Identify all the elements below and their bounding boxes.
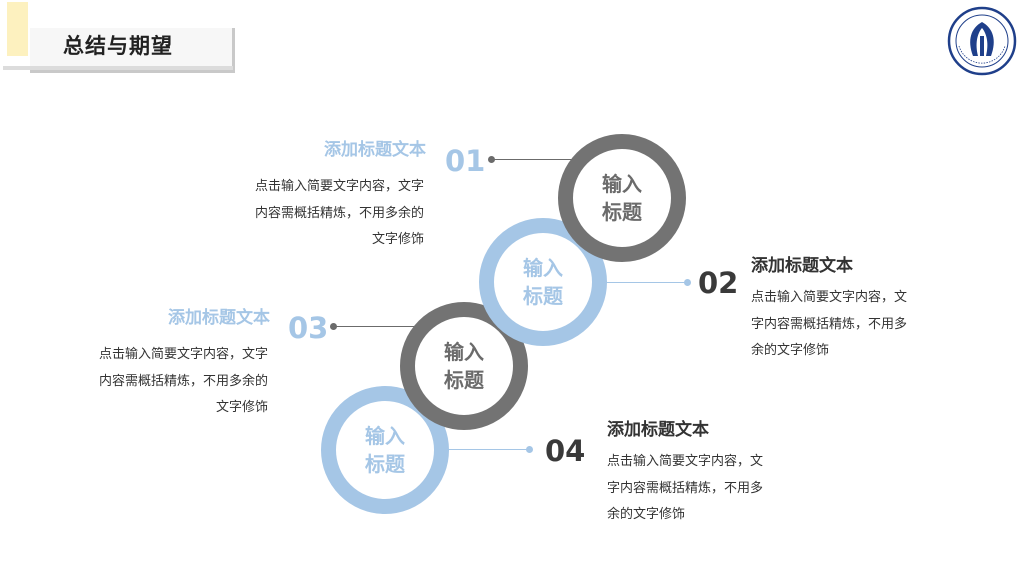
step-body-04-line1: 点击输入简要文字内容，文 [607,454,764,469]
step-body-02-line2: 字内容需概括精炼，不用多 [751,316,908,332]
connector-line-02 [600,282,687,283]
step-body-02: 点击输入简要文字内容，文 字内容需概括精炼，不用多 余的文字修饰 [751,285,951,365]
step-title-02: 添加标题文本 [751,256,853,276]
step-body-02-line3: 余的文字修饰 [751,343,830,358]
step-circle-01-line1: 输入 [602,172,642,196]
step-body-01-line2: 内容需概括精炼，不用多余的 [254,205,424,221]
step-title-01: 添加标题文本 [324,140,426,160]
connector-dot-01 [488,156,495,163]
step-title-03: 添加标题文本 [168,308,270,328]
step-circle-04-line2: 标题 [365,452,405,476]
university-seal-icon [947,6,1017,76]
header-underline [3,66,233,70]
step-body-03-line1: 点击输入简要文字内容，文字 [98,347,268,362]
step-circle-02-line1: 输入 [523,256,563,280]
step-body-04-line2: 字内容需概括精炼，不用多 [607,480,764,496]
connector-dot-02 [684,279,691,286]
step-number-04: 04 [545,434,586,468]
step-body-01-line3: 文字修饰 [371,232,424,247]
step-circle-04-line1: 输入 [365,424,405,448]
header-accent-bar [7,2,28,56]
step-body-04-line3: 余的文字修饰 [607,507,686,522]
header-panel [30,28,235,73]
connector-dot-03 [330,323,337,330]
connector-line-01 [492,159,578,160]
connector-line-04 [442,449,529,450]
step-body-01: 点击输入简要文字内容，文字 内容需概括精炼，不用多余的 文字修饰 [214,174,424,254]
step-body-03: 点击输入简要文字内容，文字 内容需概括精炼，不用多余的 文字修饰 [58,342,268,422]
step-body-03-line2: 内容需概括精炼，不用多余的 [98,373,268,389]
step-body-03-line3: 文字修饰 [215,400,268,415]
step-number-01: 01 [445,144,486,178]
step-circle-01-line2: 标题 [602,200,642,224]
step-number-03: 03 [288,311,329,345]
step-number-02: 02 [698,266,739,300]
step-body-04: 点击输入简要文字内容，文 字内容需概括精炼，不用多 余的文字修饰 [607,449,807,529]
page-title: 总结与期望 [63,34,173,58]
step-body-01-line1: 点击输入简要文字内容，文字 [254,179,424,194]
connector-line-03 [334,326,420,327]
step-body-02-line1: 点击输入简要文字内容，文 [751,290,908,305]
step-circle-01: 输入 标题 [558,134,686,262]
step-circle-03-line1: 输入 [444,340,484,364]
connector-dot-04 [526,446,533,453]
step-title-04: 添加标题文本 [607,420,709,440]
step-circle-02-line2: 标题 [523,284,563,308]
step-circle-03-line2: 标题 [444,368,484,392]
